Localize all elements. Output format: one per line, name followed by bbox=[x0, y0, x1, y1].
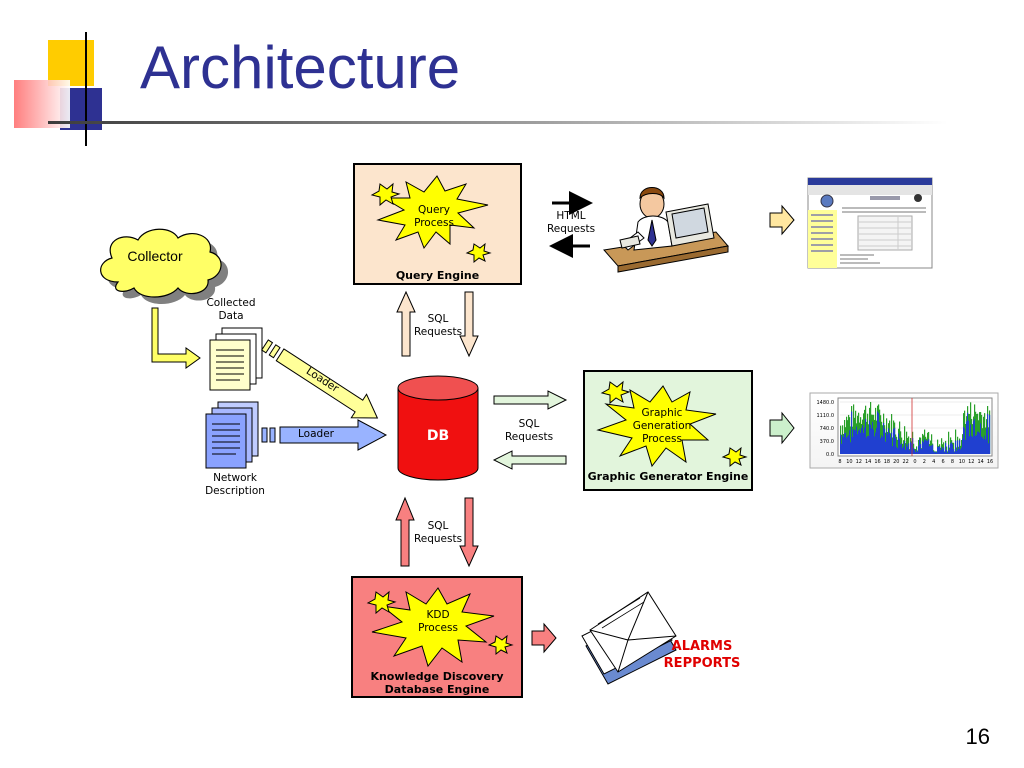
chart-x-tick: 0 bbox=[913, 459, 916, 465]
documents-icon bbox=[209, 327, 263, 391]
chart-x-tick: 12 bbox=[968, 459, 974, 465]
chart-x-tick: 10 bbox=[846, 459, 852, 465]
sql-label-graphic: SQL Requests bbox=[504, 418, 554, 443]
chart-x-tick: 8 bbox=[838, 459, 841, 465]
sql-label-query: SQL Requests bbox=[413, 313, 463, 338]
collector-cloud-icon bbox=[100, 228, 229, 304]
to-alarms-arrow bbox=[531, 622, 557, 654]
db-cylinder-icon bbox=[397, 375, 479, 481]
mail-envelopes-icon bbox=[581, 591, 677, 685]
graphic-starburst-icon bbox=[596, 380, 748, 468]
collector-label: Collector bbox=[127, 248, 183, 264]
chart-x-tick: 16 bbox=[987, 459, 993, 465]
chart-x-tick: 20 bbox=[893, 459, 899, 465]
chart-x-tick: 2 bbox=[923, 459, 926, 465]
loader-arrow-collected bbox=[261, 339, 379, 419]
title-rule bbox=[48, 121, 948, 124]
chart-x-tick: 14 bbox=[977, 459, 983, 465]
collected-data-label: Collected Data bbox=[206, 297, 256, 322]
loader-arrow-network bbox=[261, 419, 388, 451]
sql-arrows-kdd bbox=[395, 496, 479, 568]
chart-x-tick: 22 bbox=[902, 459, 908, 465]
kdd-starburst-icon bbox=[366, 587, 514, 668]
page-number: 16 bbox=[965, 724, 990, 749]
chart-x-tick: 14 bbox=[865, 459, 871, 465]
chart-x-tick: 12 bbox=[856, 459, 862, 465]
to-browser-arrow bbox=[769, 204, 795, 236]
sql-label-kdd: SQL Requests bbox=[413, 520, 463, 545]
query-starburst-icon bbox=[370, 175, 492, 264]
chart-x-tick: 6 bbox=[942, 459, 945, 465]
html-arrows bbox=[549, 191, 593, 258]
chart-x-tick: 18 bbox=[884, 459, 890, 465]
network-documents-icon bbox=[205, 401, 259, 469]
kdd-process-label: KDD Process bbox=[418, 609, 458, 634]
query-engine-label: Query Engine bbox=[395, 269, 480, 282]
loader-label-network: Loader bbox=[298, 428, 334, 440]
slide-title: Architecture bbox=[140, 34, 461, 101]
collector-arrow bbox=[151, 307, 201, 369]
alarms-reports-label: ALARMS REPPORTS bbox=[663, 639, 741, 671]
person-computer-icon bbox=[603, 187, 729, 273]
title-logo-icon bbox=[14, 32, 102, 146]
chart-x-tick: 10 bbox=[959, 459, 965, 465]
sql-arrows-query bbox=[396, 290, 479, 358]
query-process-label: Query Process bbox=[414, 204, 454, 229]
html-requests-label: HTML Requests bbox=[546, 210, 596, 235]
kdd-engine-label: Knowledge Discovery Database Engine bbox=[370, 670, 504, 696]
graphic-process-label: Graphic Generation Process bbox=[632, 407, 692, 445]
chart-y-tick: 740.0 bbox=[820, 426, 834, 432]
to-chart-arrow bbox=[769, 411, 795, 445]
chart-x-tick: 16 bbox=[874, 459, 880, 465]
sql-arrows-graphic bbox=[492, 390, 568, 470]
browser-thumbnail bbox=[807, 177, 933, 269]
graphic-engine-label: Graphic Generator Engine bbox=[587, 470, 749, 483]
chart-y-tick: 0.0 bbox=[826, 452, 834, 458]
chart-y-tick: 1480.0 bbox=[817, 400, 835, 406]
chart-x-tick: 4 bbox=[932, 459, 935, 465]
chart-y-tick: 370.0 bbox=[820, 439, 834, 445]
db-label: DB bbox=[426, 428, 450, 444]
network-description-label: Network Description bbox=[205, 472, 265, 497]
chart-x-tick: 8 bbox=[951, 459, 954, 465]
chart-y-tick: 1110.0 bbox=[817, 413, 835, 419]
